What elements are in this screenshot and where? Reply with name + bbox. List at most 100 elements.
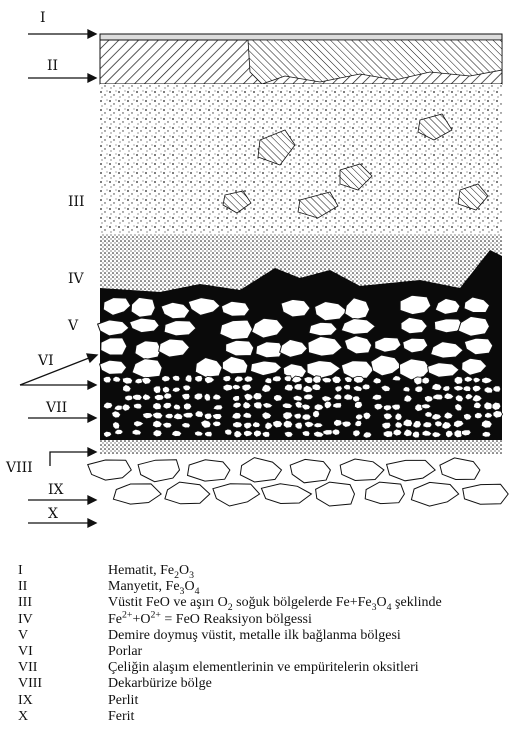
- legend-row: IIIVüstit FeO ve aşırı O2 soğuk bölgeler…: [18, 595, 518, 611]
- legend-text: Demire doymuş vüstit, metalle ilk bağlan…: [108, 628, 518, 644]
- zone-roman-labels: I II III IV V VI VII VIII IX X: [5, 10, 85, 522]
- oxide-grain: [204, 393, 210, 401]
- legend-text: Çeliğin alaşım elementlerinin ve empürit…: [108, 660, 518, 676]
- oxide-grain: [233, 422, 243, 428]
- oxide-grain: [415, 386, 423, 393]
- oxide-grain: [362, 384, 370, 390]
- oxide-grain: [313, 410, 320, 417]
- legend-number: VII: [18, 660, 108, 676]
- oxide-grain: [383, 431, 393, 438]
- oxide-grain: [153, 403, 162, 410]
- wustite-grain: [309, 322, 337, 336]
- oxide-grain: [284, 376, 291, 382]
- oxide-grain: [265, 378, 272, 384]
- legend-text: Ferit: [108, 709, 518, 725]
- oxide-grain: [294, 384, 302, 391]
- oxide-grain: [154, 394, 164, 400]
- zone-label-v: V: [67, 318, 79, 334]
- oxide-grain: [463, 386, 471, 392]
- oxide-grain: [475, 412, 483, 418]
- oxide-grain: [172, 387, 180, 392]
- oxide-grain: [295, 422, 303, 429]
- oxide-grain: [425, 412, 433, 418]
- legend-text: Vüstit FeO ve aşırı O2 soğuk bölgelerde …: [108, 595, 518, 611]
- legend-text: Perlit: [108, 693, 518, 709]
- zone-label-vi: VI: [37, 353, 54, 369]
- oxide-grain: [443, 386, 451, 392]
- legend-number: IV: [18, 612, 108, 628]
- oxide-grain: [253, 393, 262, 401]
- zone-arrows: [20, 30, 97, 527]
- legend-row: VIIÇeliğin alaşım elementlerinin ve empü…: [18, 660, 518, 676]
- oxide-grain: [492, 402, 501, 410]
- legend-number: V: [18, 628, 108, 644]
- zone-label-vii: VII: [45, 400, 67, 416]
- oxide-grain: [162, 386, 170, 393]
- legend-number: I: [18, 563, 108, 579]
- oxide-grain: [395, 413, 402, 421]
- oxide-grain: [223, 376, 231, 382]
- zone-i-hematite: [100, 34, 502, 40]
- oxide-grain: [172, 375, 180, 381]
- oxide-grain: [182, 423, 191, 428]
- oxide-grain: [274, 395, 283, 402]
- oxide-grain: [174, 404, 181, 410]
- zone-label-viii: VIII: [5, 460, 33, 476]
- legend-row: IXPerlit: [18, 693, 518, 709]
- wustite-grain: [226, 340, 254, 356]
- oxide-grain: [233, 396, 240, 402]
- oxide-grain: [333, 403, 342, 409]
- oxide-grain: [253, 422, 261, 428]
- legend-row: IIManyetit, Fe3O4: [18, 579, 518, 595]
- legend-row: VIPorlar: [18, 644, 518, 660]
- oxide-grain: [423, 422, 432, 428]
- oxide-grain: [125, 395, 134, 401]
- oxide-grain: [354, 376, 365, 383]
- zone-label-ii: II: [47, 58, 58, 74]
- oxide-grain: [213, 421, 222, 427]
- zone-label-iii: III: [68, 194, 85, 210]
- oxide-grain: [454, 386, 464, 392]
- oxide-grain: [433, 394, 443, 400]
- oxide-grain: [382, 422, 391, 429]
- oxide-grain: [355, 420, 362, 426]
- zone-viii-decarburized: [100, 440, 502, 454]
- oxide-grain: [435, 421, 443, 427]
- oxide-grain: [302, 431, 310, 437]
- legend-row: IVFe2++O2+ = FeO Reaksiyon bölgessi: [18, 612, 518, 628]
- oxide-grain: [493, 386, 501, 392]
- oxide-grain: [254, 402, 263, 409]
- oxide-grain: [344, 384, 351, 390]
- zone-label-i: I: [40, 10, 46, 26]
- corrosion-layers-figure: I II III IV V VI VII VIII IX X: [0, 0, 523, 560]
- oxide-grain: [262, 431, 270, 437]
- legend-number: III: [18, 595, 108, 611]
- legend-row: XFerit: [18, 709, 518, 725]
- oxide-grain: [272, 376, 281, 382]
- zone-label-x: X: [48, 506, 58, 522]
- oxide-grain: [244, 376, 253, 383]
- oxide-grain: [185, 375, 192, 382]
- oxide-grain: [195, 411, 203, 418]
- legend: IHematit, Fe2O3IIManyetit, Fe3O4IIIVüsti…: [18, 563, 518, 725]
- oxide-grain: [133, 403, 142, 409]
- oxide-grain: [302, 414, 311, 421]
- oxide-grain: [403, 387, 410, 392]
- oxide-grain: [493, 411, 503, 419]
- legend-number: II: [18, 579, 108, 595]
- oxide-grain: [422, 377, 430, 384]
- oxide-grain: [225, 429, 233, 435]
- oxide-grain: [164, 393, 172, 400]
- legend-text: Manyetit, Fe3O4: [108, 579, 518, 595]
- oxide-grain: [332, 376, 342, 384]
- oxide-grain: [153, 386, 161, 394]
- oxide-grain: [454, 376, 463, 384]
- oxide-grain: [183, 412, 194, 418]
- oxide-grain: [313, 376, 322, 384]
- legend-number: X: [18, 709, 108, 725]
- oxide-grain: [312, 384, 321, 391]
- wustite-grain: [101, 338, 127, 355]
- oxide-grain: [205, 431, 213, 436]
